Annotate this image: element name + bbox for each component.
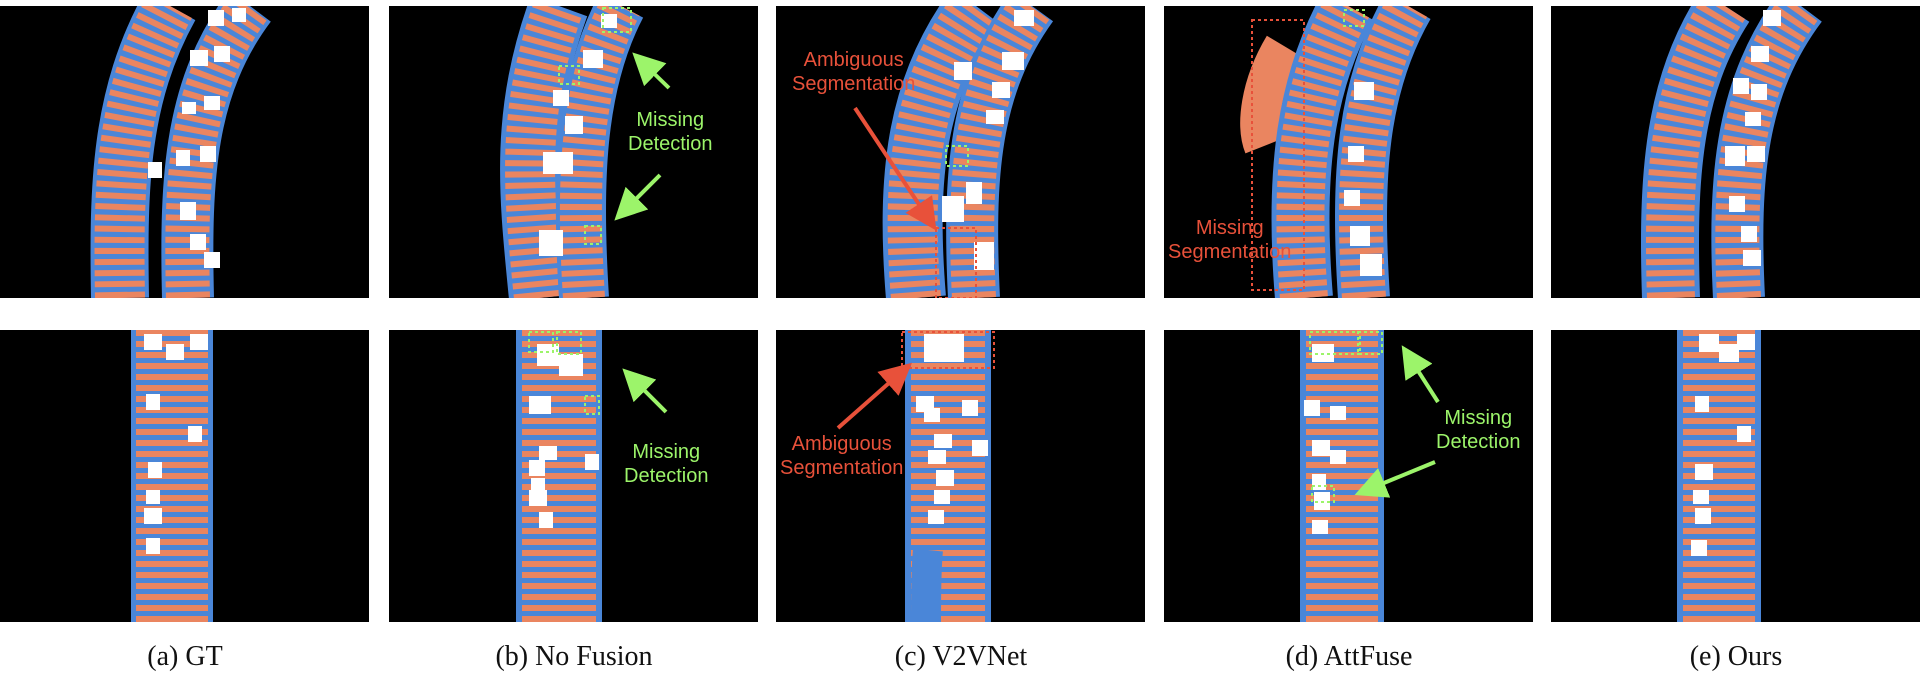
caption-attfuse: (d) AttFuse (1285, 641, 1413, 672)
annotation-c-top-line2: Segmentation (792, 73, 916, 95)
panel-v2vnet-top (776, 6, 1145, 298)
annotation-b-top: Missing Detection (628, 108, 713, 156)
caption-ours: (e) Ours (1689, 641, 1783, 672)
annotation-b-bottom-line2: Detection (624, 465, 709, 487)
annotation-d-bottom-line2: Detection (1436, 431, 1521, 453)
bev-map-attfuse-top (1240, 6, 1431, 298)
panel-gt-bottom (0, 330, 369, 622)
caption-gt: (a) GT (147, 641, 223, 672)
annotation-b-bottom: Missing Detection (624, 440, 709, 488)
annotation-d-top-line2: Segmentation (1168, 241, 1292, 263)
panel-attfuse-bottom (1164, 330, 1533, 622)
panel-ours-top (1551, 6, 1920, 298)
panel-nofusion-top (389, 6, 758, 298)
annotation-b-top-line1: Missing (636, 109, 705, 131)
annotation-b-top-line2: Detection (628, 133, 713, 155)
panel-ours-bottom (1551, 330, 1920, 622)
panel-attfuse-top (1164, 6, 1533, 298)
panel-nofusion-bottom (389, 330, 758, 622)
annotation-c-top-line1: Ambiguous (803, 49, 904, 71)
annotation-d-top: Missing Segmentation (1168, 216, 1291, 264)
bev-map-attfuse-bottom (1300, 330, 1384, 622)
panel-gt-top (0, 6, 369, 298)
caption-v2vnet: (c) V2VNet (894, 641, 1028, 672)
bev-map-nofusion-bottom (516, 330, 602, 622)
bev-map-v2vnet-bottom (901, 330, 995, 622)
annotation-c-bottom-line1: Ambiguous (791, 433, 892, 455)
bev-map-ours-bottom (1677, 330, 1761, 622)
caption-no-fusion: (b) No Fusion (495, 641, 653, 672)
annotation-d-bottom-line1: Missing (1444, 407, 1513, 429)
panel-v2vnet-bottom (776, 330, 1145, 622)
bev-map-gt-bottom (131, 330, 213, 622)
bev-map-ours-top (1641, 6, 1823, 298)
annotation-c-top: Ambiguous Segmentation (792, 48, 915, 96)
annotation-b-bottom-line1: Missing (632, 441, 701, 463)
bev-map-nofusion-top (500, 6, 644, 298)
annotation-c-bottom-line2: Segmentation (780, 457, 904, 479)
annotation-c-bottom: Ambiguous Segmentation (780, 432, 903, 480)
annotation-d-bottom: Missing Detection (1436, 406, 1521, 454)
annotation-d-top-line1: Missing (1195, 217, 1264, 239)
bev-map-gt-top (90, 6, 272, 298)
